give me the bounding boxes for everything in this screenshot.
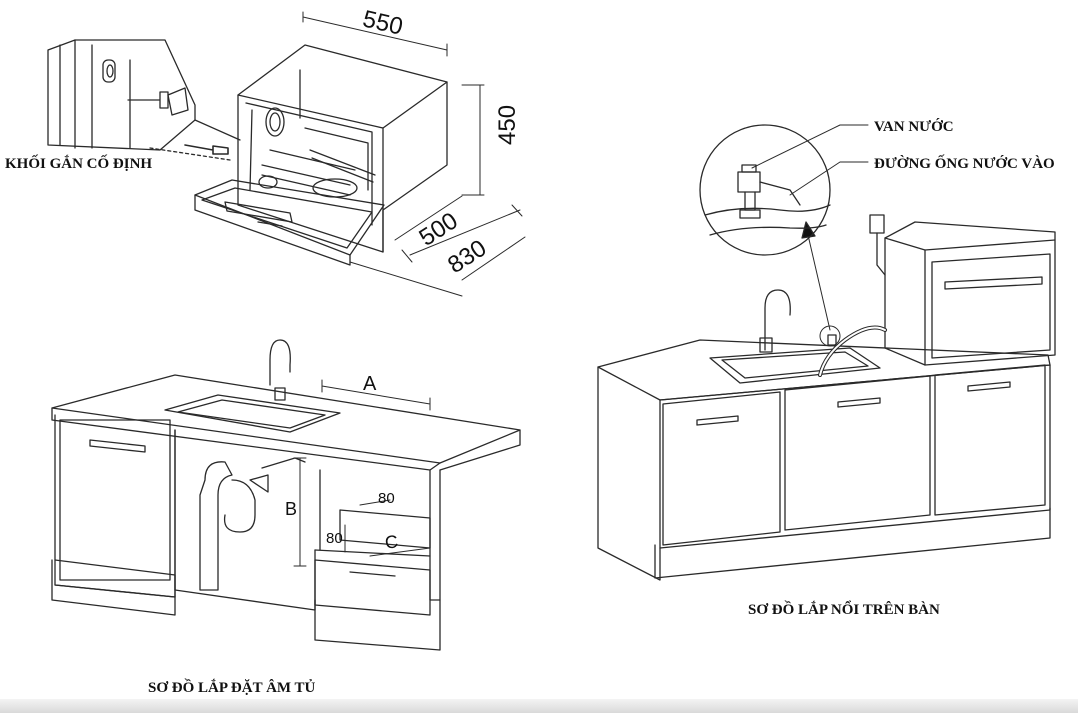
dishwasher-isometric — [194, 44, 448, 266]
water-inlet-pipe-label: ĐƯỜNG ỐNG NƯỚC VÀO — [874, 154, 1055, 172]
dimension-lines-top — [302, 11, 526, 297]
dim-500: 500 — [414, 207, 462, 251]
dim-450: 450 — [494, 105, 521, 145]
dim-a: A — [363, 373, 377, 395]
fixing-block-label: KHỐI GẮN CỐ ĐỊNH — [5, 154, 152, 172]
built-in-dimensions — [293, 379, 431, 567]
dim-80-side: 80 — [326, 530, 343, 547]
dim-b: B — [285, 499, 297, 519]
bottom-shadow-bar — [0, 699, 1078, 713]
built-in-diagram-title: SƠ ĐỒ LẮP ĐẶT ÂM TỦ — [148, 678, 316, 696]
countertop-diagram — [597, 124, 1056, 581]
countertop-diagram-title: SƠ ĐỒ LẮP NỔI TRÊN BÀN — [748, 600, 940, 618]
dim-c: C — [384, 531, 400, 553]
water-valve-label: VAN NƯỚC — [874, 118, 954, 135]
dim-80-top: 80 — [378, 490, 395, 507]
dim-830: 830 — [443, 235, 491, 279]
built-in-cabinet-diagram — [51, 339, 521, 651]
fixing-block-inset — [47, 39, 241, 161]
dim-550: 550 — [360, 5, 405, 40]
